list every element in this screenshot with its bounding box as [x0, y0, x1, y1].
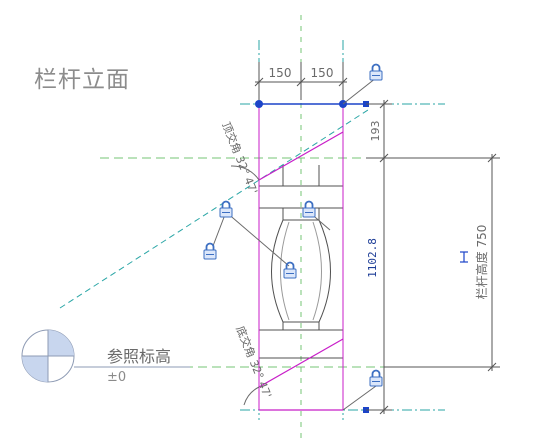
level-marker-icon[interactable] — [21, 329, 190, 383]
top-cut-edge[interactable] — [258, 131, 344, 181]
lock-icon-bottom-right[interactable] — [369, 369, 383, 387]
lock-icon-top-right[interactable] — [369, 63, 383, 81]
bottom-cut-edge[interactable] — [258, 338, 344, 388]
bottom-angle-arc — [243, 386, 260, 406]
height-dimensions[interactable] — [366, 99, 500, 415]
width-dimension[interactable] — [254, 62, 348, 100]
level-value[interactable]: ±0 — [107, 370, 126, 385]
lock-icon-middle[interactable] — [283, 261, 297, 279]
lock-icon-left[interactable] — [219, 200, 233, 218]
sketch-guide-diagonal — [59, 109, 369, 309]
view-title: 栏杆立面 — [34, 67, 130, 93]
lock-icon-center[interactable] — [302, 200, 316, 218]
grip-left[interactable] — [255, 100, 263, 108]
bottom-angle-label[interactable]: 底交角 32° 47' — [233, 324, 275, 400]
total-height-label[interactable]: 1102.8 — [366, 238, 379, 278]
lock-leaders — [212, 77, 377, 411]
rail-height-label[interactable]: 栏杆高度 750 — [474, 225, 489, 300]
width-right-label[interactable]: 150 — [311, 66, 334, 80]
top-angle-arc — [230, 165, 260, 181]
width-left-label[interactable]: 150 — [269, 66, 292, 80]
lock-icon-lower-left[interactable] — [203, 242, 217, 260]
text-cursor-icon — [460, 251, 468, 263]
level-name[interactable]: 参照标高 — [107, 347, 171, 366]
top-offset-label[interactable]: 193 — [369, 121, 382, 142]
